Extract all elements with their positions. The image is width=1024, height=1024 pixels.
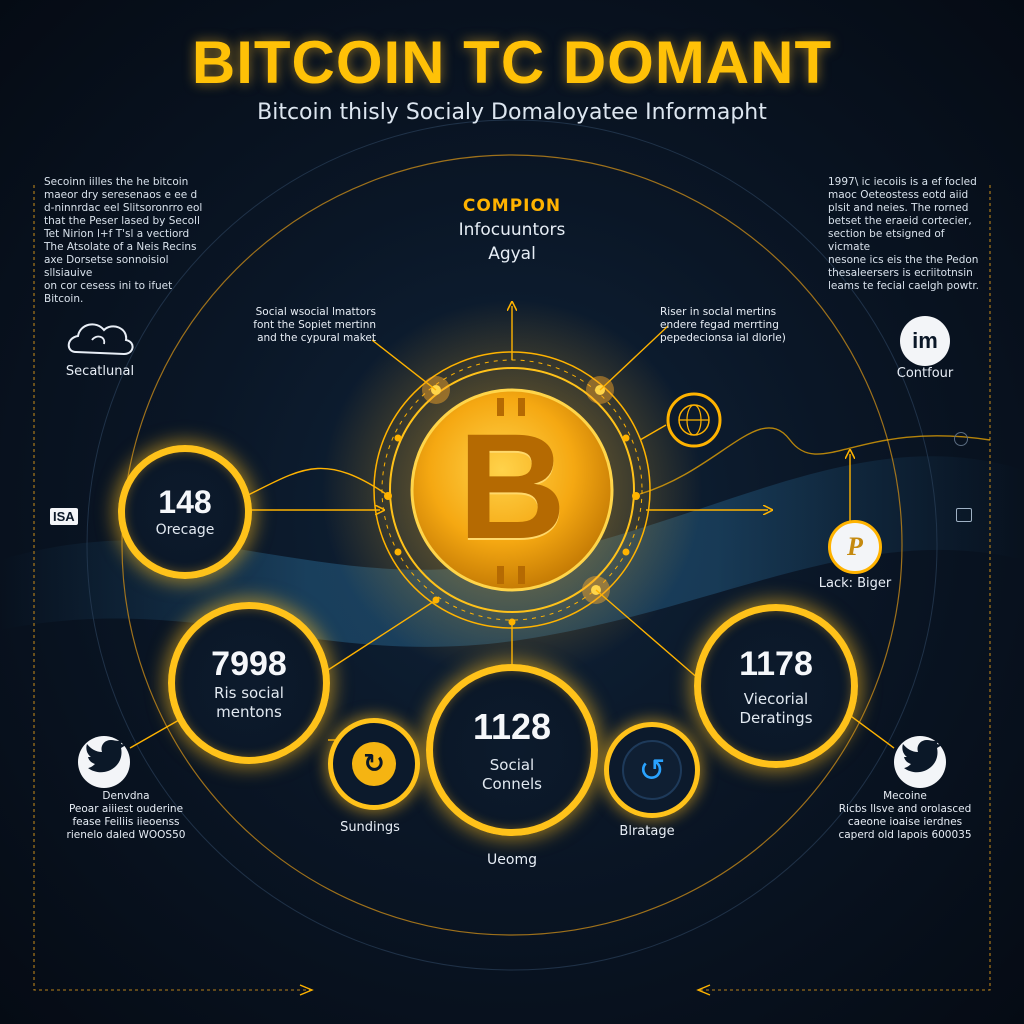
coin-ring-mid (389, 367, 635, 613)
outer-ring (121, 154, 903, 936)
left-description: Secoinn iilles the he bitcoin maeor dry … (44, 176, 203, 305)
center-line-2: Agyal (488, 244, 536, 264)
connector-lines (129, 306, 991, 749)
stat-circle-7998: 7998 Ris social mentons (168, 602, 330, 764)
outer-ring-faint (86, 119, 938, 971)
isa-tag: ISA (50, 508, 78, 525)
page-subtitle: Bitcoin thisly Socialy Domaloyatee Infor… (257, 100, 767, 125)
twitter-right-shape (894, 736, 946, 788)
right-frame (700, 185, 991, 991)
bottom-label: Ueomg (487, 852, 537, 868)
center-line-1: Infocuuntors (458, 220, 566, 240)
left-frame (33, 185, 310, 991)
linkedin-icon: im (900, 316, 950, 366)
linkedin-text: im (912, 328, 938, 353)
page-title: BITCOIN TC DOMANT (191, 29, 833, 96)
stat-circle-148: 148 Orecage (118, 445, 252, 579)
chart-clock-icon: ↺ (622, 740, 682, 800)
stat-value: 7998 (211, 644, 287, 683)
right-description: 1997\ ic iecoiis is a ef focled maoc Oet… (828, 176, 980, 292)
pinterest-label: Lack: Biger (818, 576, 892, 591)
side-small-icon (956, 508, 972, 522)
sundings-badge: ↻ (328, 718, 420, 810)
center-heading: COMPION (462, 196, 562, 216)
stat-label: Ris social mentons (214, 683, 284, 721)
background-wave (0, 456, 1024, 647)
stat-value: 1178 (739, 644, 813, 683)
cloud-icon (66, 320, 136, 360)
pinterest-icon: P (828, 520, 882, 574)
annotation-top-left: Social wsocial lmattors font the Sopiet … (253, 306, 376, 344)
cloud-shape (67, 323, 134, 356)
twitter-left-shape (78, 736, 130, 788)
sundings-label: Sundings (340, 820, 400, 835)
pinterest-glyph: P (847, 532, 863, 561)
stat-value: 1128 (472, 706, 552, 747)
stat-circle-1178: 1178 Viecorial Deratings (694, 604, 858, 768)
annotation-bottom-left: Denvdna Peoar aiiiest ouderine fease Fei… (66, 790, 186, 841)
cloud-label: Secatlunal (65, 364, 135, 379)
twitter-icon-left (78, 736, 130, 788)
globe-bitcoin-icon (666, 392, 722, 448)
blratage-badge: ↺ (604, 722, 700, 818)
blratage-label: Blratage (619, 824, 675, 839)
side-small-icon-top (954, 432, 968, 446)
stat-label: Social Connels (482, 756, 542, 793)
stat-value: 148 (158, 484, 212, 520)
linkedin-label: Contfour (896, 366, 954, 381)
twitter-icon-right (894, 736, 946, 788)
stat-label: Viecorial Deratings (739, 689, 813, 727)
stat-circle-1128: 1128 Social Connels (426, 664, 598, 836)
stat-label: Orecage (155, 522, 215, 538)
annotation-top-right: Riser in soclal mertins endere fegad mer… (660, 306, 786, 344)
bitcoin-symbol-bars (487, 398, 541, 584)
annotation-bottom-right: Mecoine Ricbs llsve and orolasced caeone… (838, 790, 972, 841)
ring-dots (384, 434, 640, 626)
refresh-coin-icon: ↻ (352, 742, 396, 786)
